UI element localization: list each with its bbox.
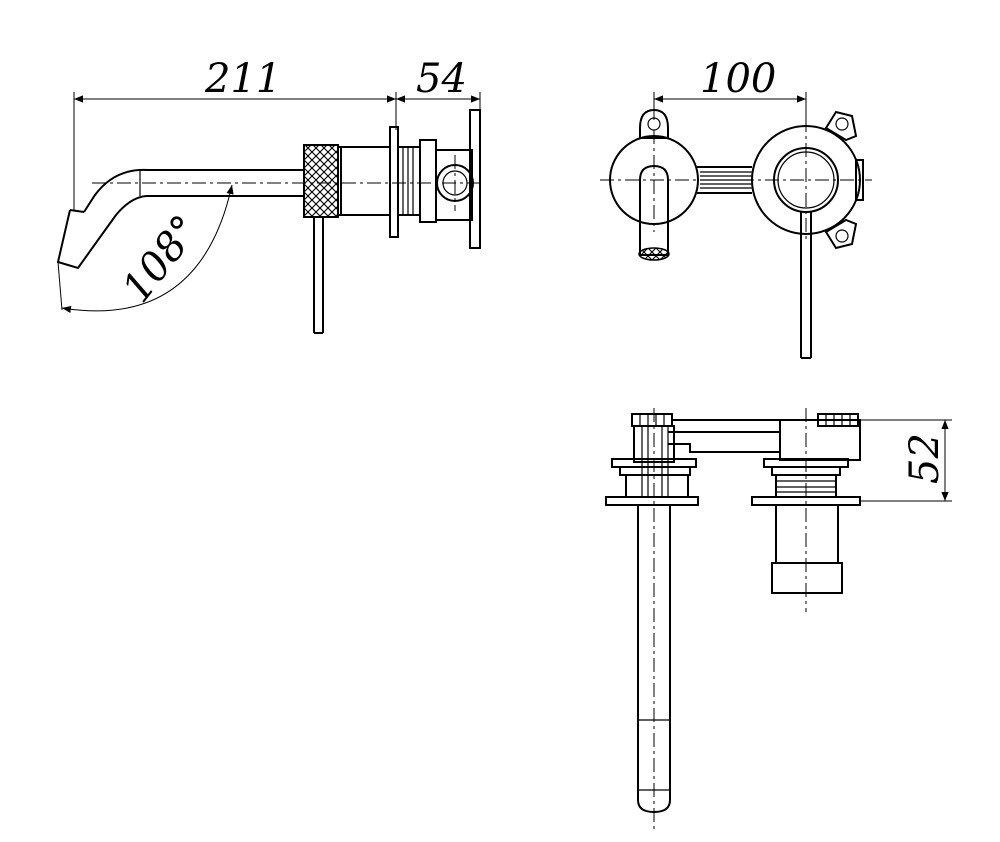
angle-dimension: [57, 184, 234, 313]
spout: [56, 168, 480, 270]
spout-tube: [637, 408, 671, 830]
angle-108-label: 108°: [114, 207, 210, 311]
dimension-54-label: 54: [416, 56, 467, 102]
lever-handle: [313, 217, 324, 334]
connector-bracket: [697, 166, 752, 194]
knurled-collar: [303, 144, 339, 218]
top-view: 52: [605, 408, 952, 830]
side-view: 211 54 108°: [56, 56, 481, 334]
dimension-211-label: 211: [204, 56, 281, 102]
dimension-100-label: 100: [700, 56, 776, 102]
top-bracket: [631, 413, 861, 461]
front-view: 100: [600, 56, 872, 359]
dimension-52-label: 52: [902, 433, 948, 484]
dimension-lines-side: [860, 419, 952, 502]
spout-plate: [600, 108, 708, 261]
mixer-body: [337, 109, 481, 249]
mixer-plate: [740, 110, 872, 359]
mixer-flanges: [751, 408, 861, 612]
spout-flanges: [605, 425, 699, 506]
